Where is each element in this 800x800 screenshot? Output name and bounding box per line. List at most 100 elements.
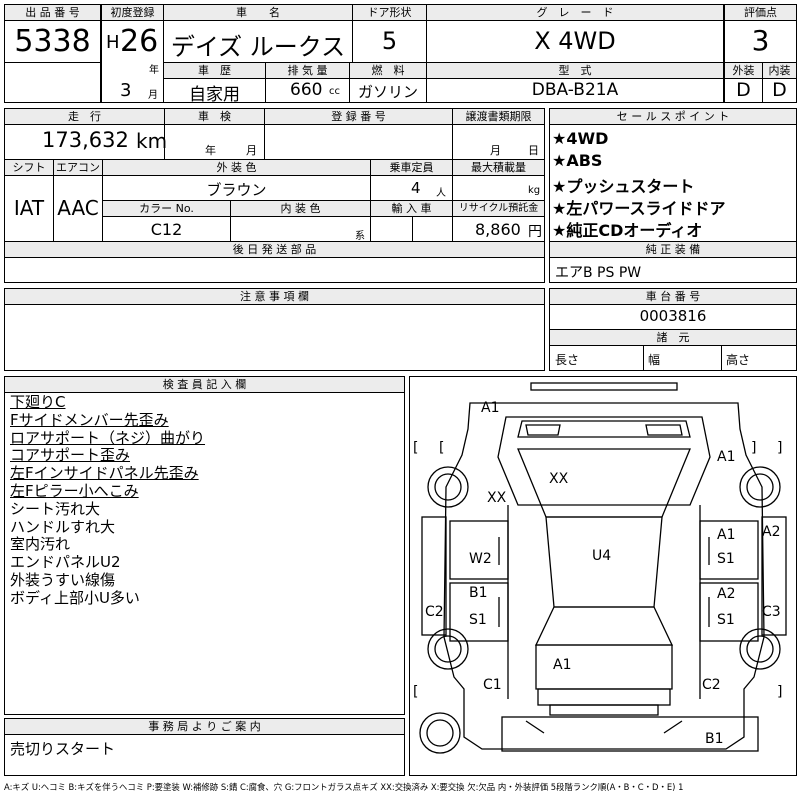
color-number-label: カラー No.: [103, 201, 230, 216]
bracket-mark: [: [413, 440, 419, 456]
damage-mark: A1: [717, 449, 736, 465]
transfer-deadline-label: 譲渡書類期限: [453, 109, 544, 124]
length-label: 長さ: [555, 353, 580, 367]
damage-mark: W2: [469, 551, 492, 567]
inspector-notes-label: 検 査 員 記 入 欄: [5, 377, 404, 392]
office-guidance-text: 売切りスタート: [10, 740, 116, 758]
registration-year: 26: [120, 24, 159, 59]
inspector-notes-list: 下廻りC Fサイドメンバー先歪み ロアサポート（ネジ）曲がり コアサポート歪み …: [10, 393, 206, 608]
bracket-mark: ]: [751, 440, 757, 456]
inspector-note: 外装うすい線傷: [10, 570, 116, 589]
registration-number-label: 登 録 番 号: [265, 109, 452, 124]
exterior-color: ブラウン: [206, 181, 267, 199]
door-count: 5: [381, 27, 398, 55]
recycle-fee: 8,860: [475, 220, 521, 239]
displacement-label: 排 気 量: [266, 63, 349, 78]
max-load-unit: kg: [528, 185, 541, 196]
sales-point-item: ★左パワースライドドア: [552, 199, 726, 218]
inspector-note: 下廻りC: [10, 393, 66, 411]
era-letter: H: [106, 32, 120, 53]
interior-color-label: 内 装 色: [231, 201, 370, 216]
inspector-note: Fサイドメンバー先歪み: [10, 410, 169, 429]
car-damage-diagram: [419, 382, 787, 754]
displacement: 660: [290, 80, 323, 100]
specifications-label: 諸 元: [550, 330, 796, 345]
interior-grade-label: 内装: [763, 63, 796, 78]
chassis-number-label: 車 台 番 号: [550, 289, 796, 304]
recycle-fee-label: リサイクル預託金: [453, 201, 544, 216]
transfer-month-unit: 月: [490, 144, 501, 157]
month-unit: 月: [148, 90, 158, 101]
lot-number-label: 出 品 番 号: [5, 5, 100, 20]
score: 3: [751, 24, 770, 57]
damage-mark: C2: [702, 677, 721, 693]
import-label: 輸 入 車: [371, 201, 452, 216]
sales-point-item: ★4WD: [552, 129, 609, 148]
shift: IAT: [13, 196, 45, 220]
max-load-label: 最大積載量: [453, 160, 544, 175]
history: 自家用: [189, 85, 240, 105]
inspector-note: シート汚れ大: [10, 499, 101, 518]
aircon-label: エアコン: [54, 160, 102, 175]
damage-mark: XX: [549, 471, 569, 487]
equipment-value: エアB PS PW: [555, 265, 642, 281]
grade: X 4WD: [534, 27, 616, 55]
damage-mark: B1: [705, 731, 724, 747]
exterior-color-label: 外 装 色: [103, 160, 370, 175]
recycle-fee-unit: 円: [528, 224, 542, 240]
aircon: AAC: [57, 196, 99, 220]
bracket-mark: [: [413, 684, 419, 700]
later-parts-label: 後 日 発 送 部 品: [5, 242, 544, 257]
inspector-note: 左Fインサイドパネル先歪み: [10, 464, 199, 483]
damage-mark: C3: [762, 604, 781, 620]
color-number: C12: [150, 220, 183, 239]
damage-mark: XX: [487, 490, 507, 506]
interior-grade: D: [772, 79, 787, 101]
lot-number: 5338: [14, 24, 91, 59]
fuel: ガソリン: [357, 83, 418, 101]
equipment-label: 純 正 装 備: [550, 242, 796, 257]
bracket-mark: [: [439, 440, 445, 456]
model-label: 型 式: [427, 63, 723, 78]
bracket-mark: ]: [777, 440, 783, 456]
capacity-label: 乗車定員: [371, 160, 452, 175]
grade-label: グ レ ー ド: [427, 5, 723, 20]
inspector-note: ロアサポート（ネジ）曲がり: [10, 428, 206, 447]
car-name: デイズ ルークス: [170, 33, 346, 61]
chassis-number: 0003816: [639, 307, 707, 325]
score-label: 評価点: [725, 5, 796, 20]
shift-label: シフト: [5, 160, 53, 175]
inspector-note: コアサポート歪み: [10, 446, 131, 465]
exterior-grade-label: 外装: [725, 63, 762, 78]
model-code: DBA-B21A: [531, 80, 619, 100]
damage-mark: A1: [717, 527, 736, 543]
inspector-note: 室内汚れ: [10, 535, 71, 554]
damage-mark: U4: [592, 548, 612, 564]
sales-point-item: ★ABS: [552, 151, 603, 170]
exterior-grade: D: [736, 79, 751, 101]
inspector-note: ハンドルすれ大: [10, 517, 116, 536]
mileage: 173,632: [42, 128, 129, 152]
door-type-label: ドア形状: [353, 5, 426, 20]
car-name-label: 車 名: [164, 5, 352, 20]
notes-label: 注 意 事 項 欄: [5, 289, 544, 304]
interior-color-unit: 系: [355, 231, 365, 242]
capacity: 4: [411, 179, 421, 197]
damage-mark: S1: [717, 612, 735, 628]
bracket-mark: ]: [777, 684, 783, 700]
damage-mark: A1: [481, 400, 500, 416]
inspector-note: ボディ上部小U多い: [10, 588, 140, 607]
mileage-unit: km: [136, 129, 168, 153]
damage-mark: S1: [469, 612, 487, 628]
displacement-unit: cc: [329, 86, 340, 97]
capacity-unit: 人: [436, 188, 446, 199]
transfer-day-unit: 日: [528, 144, 539, 157]
sales-points-label: セ ー ル ス ポ イ ン ト: [550, 109, 796, 124]
height-label: 高さ: [726, 353, 751, 367]
registration-month: 3: [120, 80, 132, 101]
history-label: 車 歴: [164, 63, 265, 78]
inspector-note: エンドパネルU2: [10, 553, 121, 572]
sales-point-item: ★プッシュスタート: [552, 177, 695, 196]
year-unit: 年: [149, 65, 159, 76]
